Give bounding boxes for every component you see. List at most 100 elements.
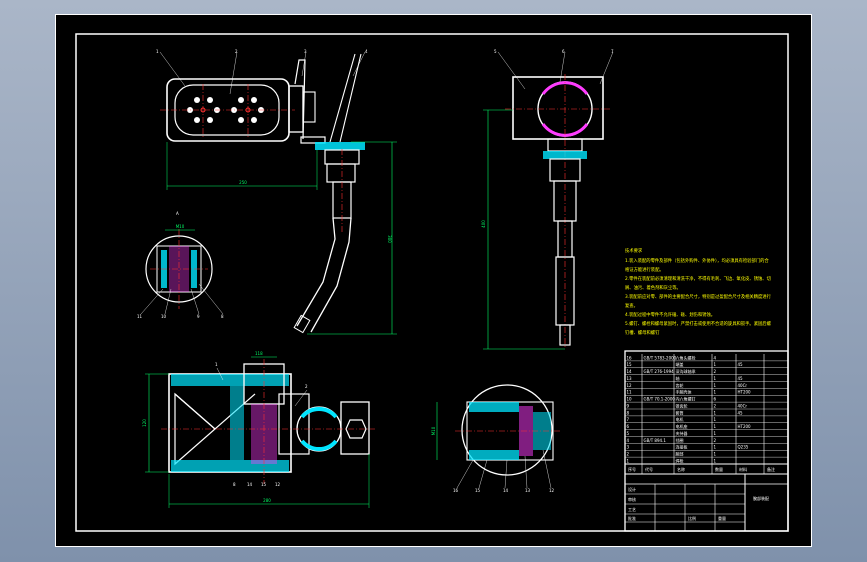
cad-canvas[interactable]: 250 300 1 2 3 4 400 5 xyxy=(55,14,812,547)
bom-header-remark: 备注 xyxy=(767,466,775,472)
callout-7: 7 xyxy=(611,49,614,54)
section-a-label: A xyxy=(176,211,179,216)
callout-11: 11 xyxy=(137,314,143,319)
welding-torch xyxy=(293,53,365,334)
drawing-sheet[interactable]: 250 300 1 2 3 4 400 5 xyxy=(55,14,812,547)
dim-400: 400 xyxy=(481,220,486,228)
note-line-3: 2.零件在装配前必须清理和清洗干净，不得有毛刺、飞边、氧化皮、锈蚀、切 xyxy=(625,275,772,282)
callout-13: 13 xyxy=(525,488,531,493)
bom-cell: 14 xyxy=(627,369,633,374)
bom-cell: 套筒 xyxy=(676,409,684,415)
dim-120: 120 xyxy=(142,419,147,427)
bom-cell: 深沟球轴承 xyxy=(676,368,696,374)
front-section-view[interactable]: 120 280 118 1 2 8 14 15 12 xyxy=(142,351,375,508)
bom-cell: 15 xyxy=(627,362,633,367)
bom-cell: 1 xyxy=(714,383,717,388)
bom-header-code: 代号 xyxy=(645,466,653,472)
top-right-view[interactable]: 400 5 6 7 xyxy=(481,49,614,350)
callout-front-1: 1 xyxy=(215,362,218,367)
bom-cell: 4 xyxy=(714,355,717,360)
dim-250: 250 xyxy=(239,180,247,185)
bom-cell: 连接板 xyxy=(676,444,688,450)
connecting-plate xyxy=(300,136,326,144)
bom-cell: 1 xyxy=(714,390,717,395)
bom-cell: 11 xyxy=(627,390,633,395)
bom-cell: 16 xyxy=(627,355,633,360)
bom-cell: 2 xyxy=(627,452,630,457)
bom-cell: 1 xyxy=(714,445,717,450)
bom-cell: Q235 xyxy=(738,445,749,450)
bom-cell: 13 xyxy=(627,376,633,381)
bom-cell: 内六角螺钉 xyxy=(676,396,696,402)
bom-cell: GB/T 276-1994 xyxy=(644,369,675,374)
callout-5: 5 xyxy=(494,49,497,54)
bom-cell: 1 xyxy=(714,417,717,422)
bom-cell: 挡圈 xyxy=(676,437,684,443)
bom-cell: 1 xyxy=(714,362,717,367)
bom-cell: 4 xyxy=(627,438,630,443)
bom-cell: 电机 xyxy=(676,416,684,422)
callout-4: 4 xyxy=(365,49,368,54)
note-line-1: 1.装入装配的零件及部件（包括外购件、外协件），均必须具有检验部门的合 xyxy=(625,257,769,264)
callout-1: 1 xyxy=(156,49,159,54)
bom-cell: 轴 xyxy=(676,375,680,381)
note-line-2: 格证方能进行装配。 xyxy=(625,266,664,273)
callout-front-8: 8 xyxy=(233,482,236,487)
bom-cell: 12 xyxy=(627,383,633,388)
sig-design: 设计 xyxy=(628,486,636,492)
sig-approve: 批准 xyxy=(628,515,636,521)
callout-9: 9 xyxy=(197,314,200,319)
callout-12: 12 xyxy=(549,488,555,493)
top-left-view[interactable]: 250 300 1 2 3 4 xyxy=(156,49,397,335)
bom-cell: HT200 xyxy=(738,424,752,429)
bom-cell: 1 xyxy=(627,458,630,463)
sig-weight: 重量 xyxy=(718,515,726,521)
section-a-detail[interactable]: A M10 11 10 9 8 xyxy=(137,211,224,319)
callout-2: 2 xyxy=(235,49,238,54)
inner-frame xyxy=(75,33,789,532)
sig-scale: 比例 xyxy=(688,515,696,521)
bom-cell: 6 xyxy=(627,424,630,429)
bom-cell: 40Cr xyxy=(738,383,748,388)
callout-front-15: 15 xyxy=(261,482,267,487)
dim-m10-b: M10 xyxy=(431,426,436,435)
bom-header-name: 名称 xyxy=(677,466,685,472)
callout-front-14: 14 xyxy=(247,482,253,487)
bom-cell: 5 xyxy=(627,431,630,436)
bom-cell: 夹持器 xyxy=(676,430,688,436)
callout-6: 6 xyxy=(562,49,565,54)
callout-15: 15 xyxy=(475,488,481,493)
bom-cell: 10 xyxy=(627,397,633,402)
bom-cell: 1 xyxy=(714,424,717,429)
note-line-9: 钉槽、螺母和螺钉 xyxy=(625,329,660,336)
outer-frame xyxy=(55,14,812,547)
signature-block: 设计 审核 工艺 批准 比例 重量 腕部装配 xyxy=(625,474,788,531)
callout-3: 3 xyxy=(304,49,307,54)
bom-cell: 1 xyxy=(714,458,717,463)
bom-cell: 腕部 xyxy=(676,451,684,457)
bom-cell: 六角头螺栓 xyxy=(676,354,696,360)
bom-cell: 45 xyxy=(738,376,744,381)
bom-cell: 齿轮 xyxy=(676,382,684,388)
callout-8: 8 xyxy=(221,314,224,319)
bom-cell: HT200 xyxy=(738,390,752,395)
bom-cell: 端盖 xyxy=(676,361,684,367)
bom-cell: 9 xyxy=(627,403,630,408)
bom-cell: 8 xyxy=(627,410,630,415)
dim-280: 280 xyxy=(263,498,271,503)
bom-cell: 1 xyxy=(714,376,717,381)
bom-cell: 1 xyxy=(714,431,717,436)
note-line-8: 5.螺钉、螺栓和螺母紧固时，严禁打击或使用不合适的旋具和扳手。紧固后螺 xyxy=(625,320,772,327)
bom-header-material: 材料 xyxy=(739,466,747,472)
bom-cell: 2 xyxy=(714,369,717,374)
bom-cell: 6 xyxy=(714,397,717,402)
bom-header-no: 序号 xyxy=(628,466,636,472)
callout-16: 16 xyxy=(453,488,459,493)
technical-notes: 技术要求 1.装入装配的零件及部件（包括外购件、外协件），均必须具有检验部门的合… xyxy=(625,247,772,336)
bom-header-qty: 数量 xyxy=(715,466,723,472)
bom-cell: 40Cr xyxy=(738,403,748,408)
bom-cell: GB/T 894.1 xyxy=(644,438,667,443)
section-b-detail[interactable]: M10 16 15 14 13 12 xyxy=(431,384,560,493)
